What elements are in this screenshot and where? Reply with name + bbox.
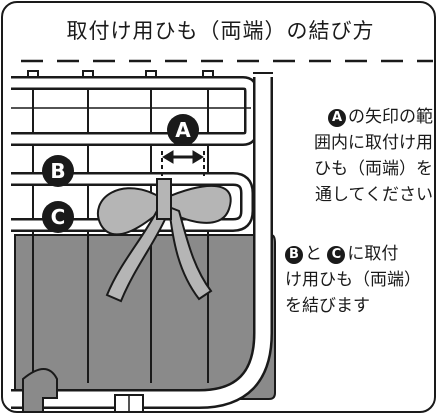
tie-ribbon bbox=[96, 178, 232, 303]
svg-text:A: A bbox=[175, 118, 191, 142]
svg-text:B: B bbox=[50, 159, 65, 183]
top-rail bbox=[11, 76, 258, 146]
marker-a: A bbox=[167, 114, 199, 146]
bottom-clip bbox=[22, 368, 58, 411]
instruction-a-line3: ひも（両端）を bbox=[314, 159, 433, 179]
svg-text:C: C bbox=[51, 205, 66, 229]
instruction-bc-line2: け用ひも（両端） bbox=[285, 270, 421, 290]
instruction-bc-line1: に取付 bbox=[347, 244, 399, 264]
instruction-a-line4: 通してください bbox=[315, 185, 433, 205]
instruction-a-line1: の矢印の範 bbox=[348, 107, 433, 127]
marker-c: C bbox=[42, 201, 74, 233]
illustration: A B C bbox=[11, 59, 433, 411]
diagram-title: 取付け用ひも（両端）の結び方 bbox=[66, 19, 375, 43]
badge-b: B bbox=[285, 246, 303, 264]
instruction-bc-line3: を結びます bbox=[285, 296, 370, 316]
instruction-a-line2: 囲内に取付け用 bbox=[314, 133, 433, 153]
badge-a: A bbox=[328, 109, 346, 127]
instruction-bc-to: と bbox=[305, 244, 322, 264]
badge-c: C bbox=[327, 246, 346, 264]
marker-b: B bbox=[42, 155, 74, 187]
range-arrow bbox=[162, 150, 204, 164]
